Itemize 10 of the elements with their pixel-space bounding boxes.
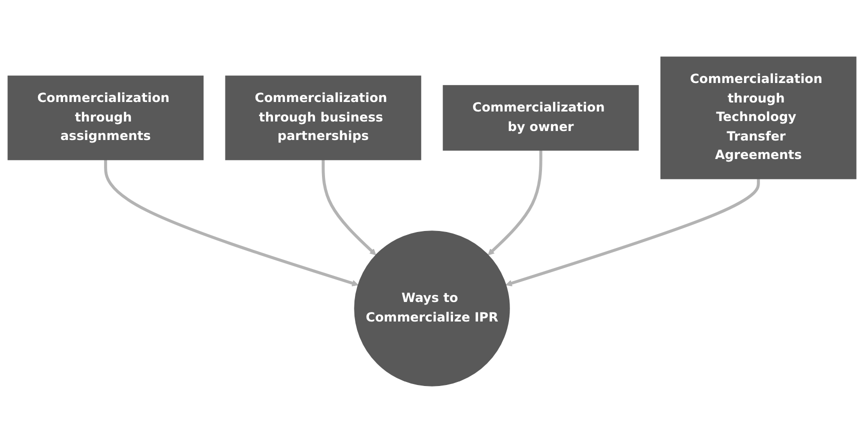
arrow: [488, 150, 542, 255]
node-box: [8, 75, 204, 160]
node-box: [225, 75, 422, 160]
node-box: [442, 84, 639, 150]
arrow: [322, 159, 376, 255]
diagram: Commercialization through assignments Commercialization through business partnerships Commercialization by owner Ways to Commercialize IPR Commercialization through Technology Transfer Agreements: [2, 50, 862, 392]
arrow: [506, 178, 760, 286]
arrow: [104, 159, 358, 286]
node-circle: [354, 230, 510, 386]
node-box: [660, 56, 856, 179]
